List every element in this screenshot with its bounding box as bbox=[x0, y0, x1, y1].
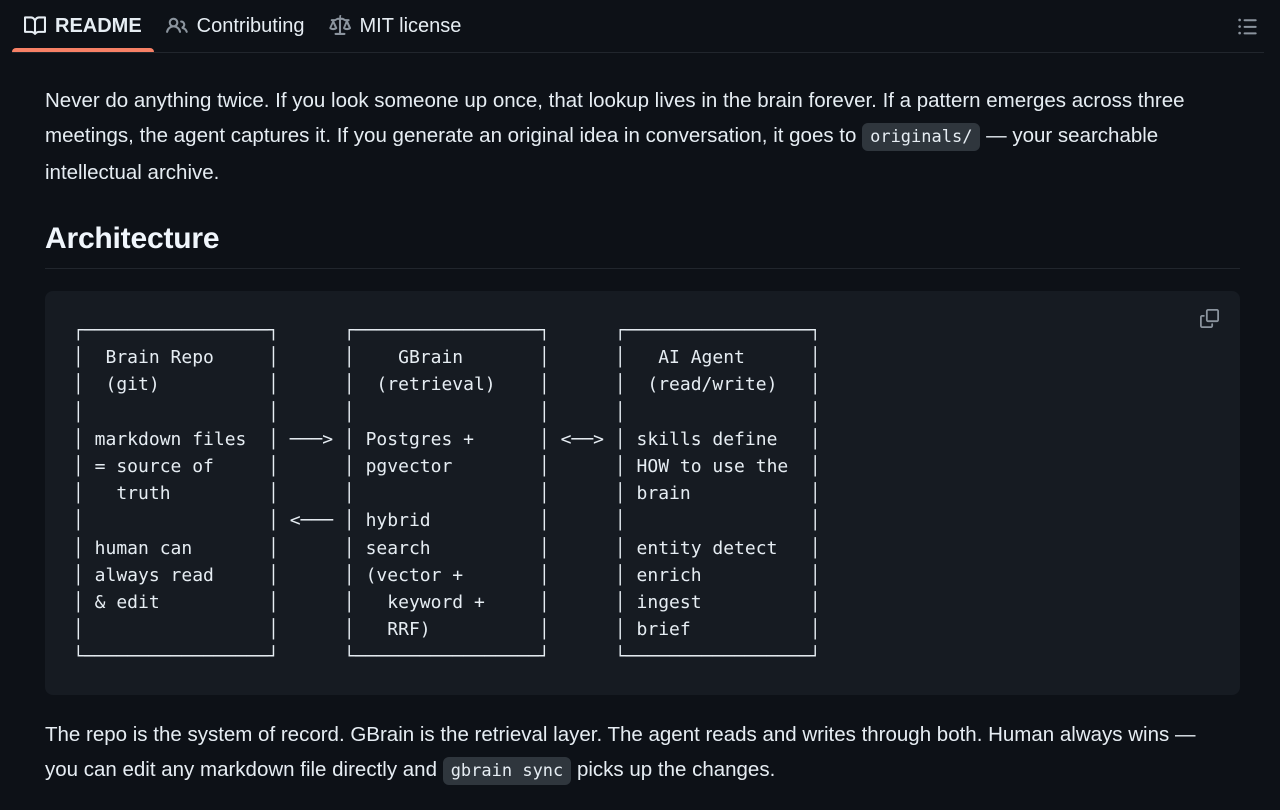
intro-paragraph: Never do anything twice. If you look som… bbox=[45, 83, 1210, 190]
list-unordered-icon[interactable] bbox=[1230, 10, 1264, 44]
people-icon bbox=[165, 15, 188, 37]
tab-license[interactable]: MIT license bbox=[317, 0, 474, 52]
repo-file-tabbar: README Contributing MIT license bbox=[0, 0, 1280, 53]
copy-icon[interactable] bbox=[1192, 301, 1226, 335]
inline-code-gbrain-sync: gbrain sync bbox=[442, 757, 572, 785]
book-icon bbox=[24, 15, 46, 37]
section-heading-architecture: Architecture bbox=[45, 222, 1240, 269]
intro-text-before: Never do anything twice. If you look som… bbox=[45, 89, 1185, 147]
outro-text-after: picks up the changes. bbox=[571, 758, 776, 781]
inline-code-originals: originals/ bbox=[862, 123, 981, 151]
tab-readme[interactable]: README bbox=[12, 0, 154, 52]
outro-paragraph: The repo is the system of record. GBrain… bbox=[45, 717, 1210, 789]
intro-text-after: — your searchable intellectual archive. bbox=[45, 124, 1159, 184]
architecture-ascii-diagram: ┌─────────────────┐ ┌─────────────────┐ … bbox=[73, 320, 821, 668]
readme-article: Never do anything twice. If you look som… bbox=[0, 53, 1280, 695]
law-scale-icon bbox=[328, 15, 351, 37]
tab-contributing[interactable]: Contributing bbox=[154, 0, 317, 52]
outro-text-before: The repo is the system of record. GBrain… bbox=[45, 723, 1196, 781]
tab-list: README Contributing MIT license bbox=[12, 0, 1230, 52]
tab-label: Contributing bbox=[196, 14, 305, 37]
architecture-code-block: ┌─────────────────┐ ┌─────────────────┐ … bbox=[45, 291, 1240, 695]
tabbar-divider bbox=[12, 52, 1264, 53]
tab-label: MIT license bbox=[359, 14, 462, 37]
tab-label: README bbox=[55, 14, 142, 37]
readme-article-tail: The repo is the system of record. GBrain… bbox=[0, 695, 1280, 789]
